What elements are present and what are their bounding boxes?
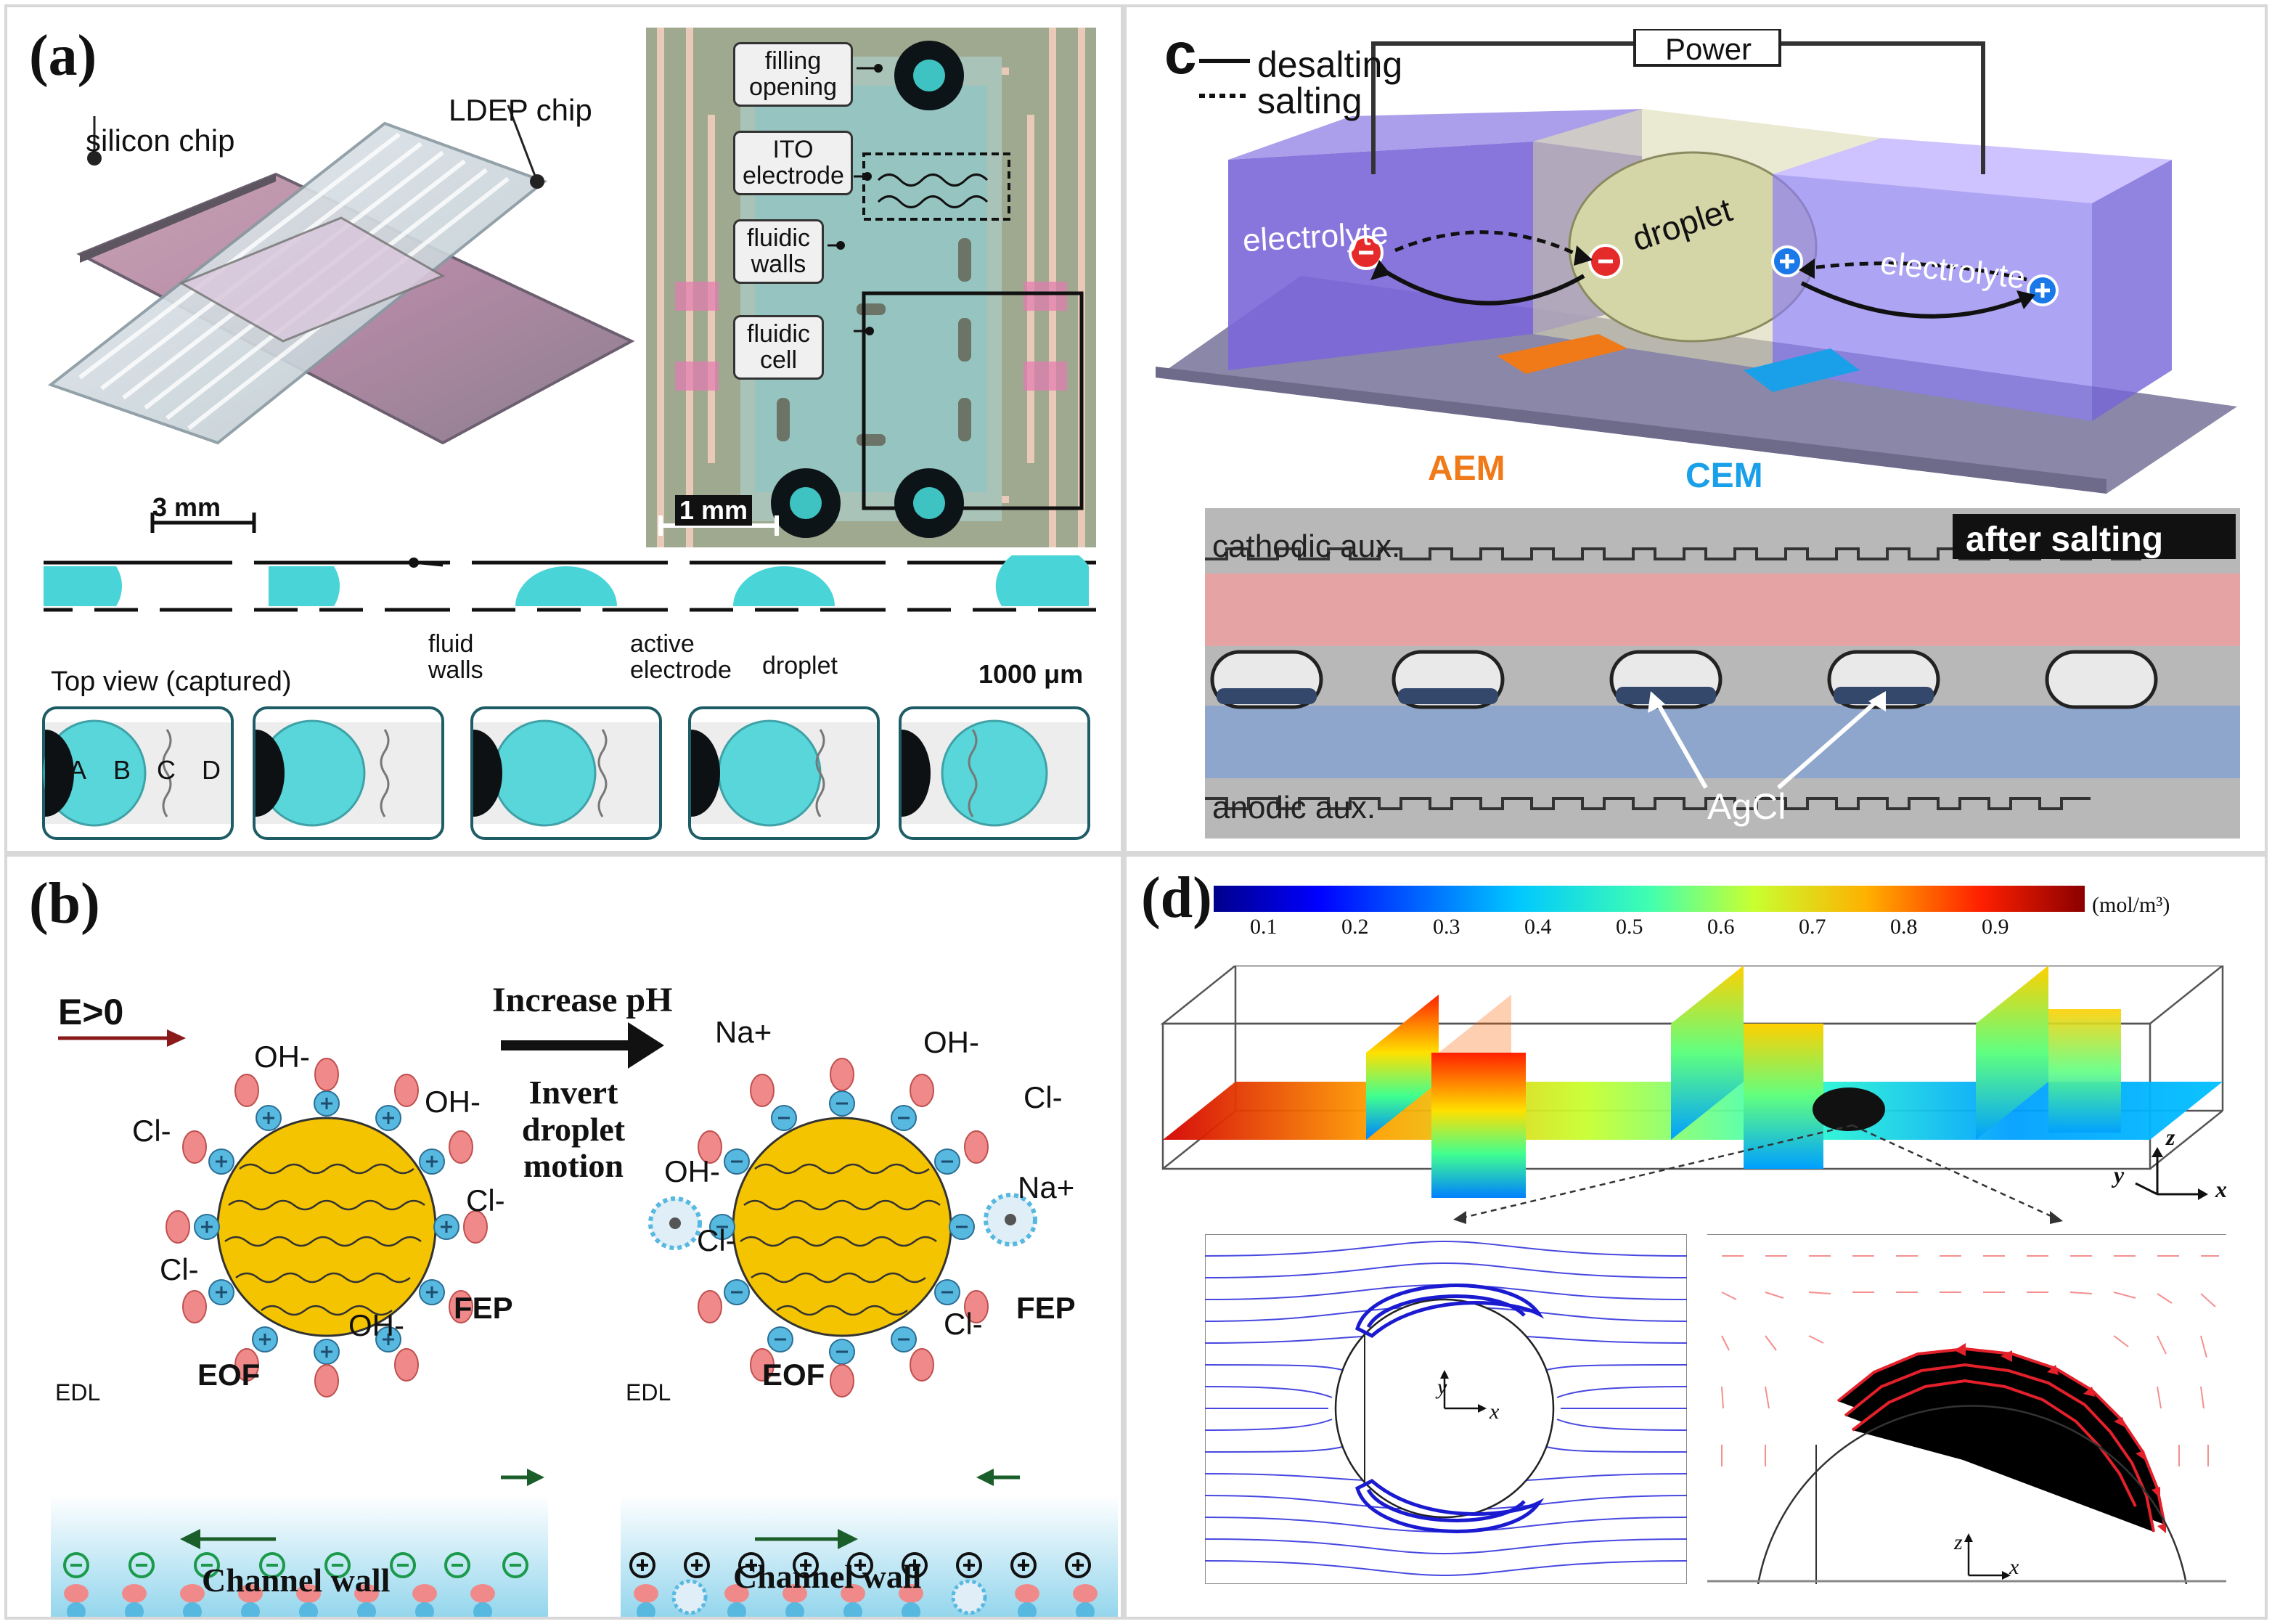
- agcl-label: AgCl: [1707, 786, 1786, 827]
- cl-label-right-bottom: Cl-: [944, 1307, 983, 1341]
- tick-0.4: 0.4: [1524, 915, 1552, 939]
- streamline-plot: [1205, 1234, 1687, 1584]
- streamline-axis-x: x: [1490, 1400, 1500, 1424]
- fluid-walls-label: fluid walls: [428, 630, 483, 684]
- tick-0.7: 0.7: [1799, 915, 1826, 939]
- chip-photo: [47, 105, 635, 445]
- electrodialysis-diagram: [1156, 29, 2237, 494]
- na-label-right-top: Na+: [715, 1015, 772, 1049]
- cl-label-right-top: Cl-: [1023, 1080, 1063, 1114]
- fep-label-right: FEP: [1016, 1291, 1076, 1325]
- streamline-axis-y: y: [1437, 1375, 1447, 1399]
- ph-inversion-diagram: [51, 1022, 1118, 1617]
- oh-label-left-bottom: OH-: [348, 1308, 404, 1342]
- cem-label: CEM: [1685, 457, 1763, 495]
- salting-micrograph: [1205, 508, 2240, 838]
- fluidic-cell-box: [862, 291, 1084, 510]
- axis-3d-z: z: [2166, 1124, 2175, 1150]
- scale-3mm-label: 3 mm: [152, 492, 221, 522]
- velocity-vector-plot: [1707, 1234, 2226, 1584]
- fep-label-left: FEP: [454, 1291, 513, 1325]
- silicon-chip-label: silicon chip: [86, 123, 235, 158]
- droplet-label-a: droplet: [762, 652, 838, 680]
- channel-wall-label-right: Channel wall: [733, 1558, 922, 1595]
- cem-membrane: [1744, 348, 1860, 392]
- tick-0.9: 0.9: [1982, 915, 2009, 939]
- tick-0.3: 0.3: [1433, 915, 1460, 939]
- edl-label-right: EDL: [626, 1379, 671, 1405]
- aem-label: AEM: [1428, 449, 1505, 488]
- tick-0.8: 0.8: [1890, 915, 1918, 939]
- cathodic-aux-label: cathodic aux.: [1212, 529, 1401, 564]
- colorbar-ticks: 0.1 0.2 0.3 0.4 0.5 0.6 0.7 0.8 0.9: [1214, 915, 2085, 944]
- cl-label-left-bottom: Cl-: [160, 1252, 199, 1286]
- anodic-aux-label: anodic aux.: [1212, 790, 1376, 825]
- oh-label-right-left: OH-: [664, 1154, 720, 1188]
- ito-electrode-box: [862, 152, 1010, 221]
- increase-ph-label: Increase pH: [492, 981, 673, 1019]
- top-view-sequence: [42, 706, 1090, 840]
- aem-membrane: [1497, 334, 1627, 374]
- invert-motion-label: Invert droplet motion: [521, 1074, 626, 1185]
- fluidic-cell-label: fluidic cell: [733, 315, 824, 380]
- ito-electrode-label: ITO electrode: [733, 131, 853, 196]
- panel-d-label: (d): [1141, 866, 1212, 930]
- zone-a-label: A: [69, 755, 87, 785]
- desalting-legend: desalting: [1257, 44, 1403, 85]
- panel-d: (d) 0.1 0.2 0.3 0.4 0.5 0.6 0.7 0.8 0.9 …: [1124, 854, 2268, 1620]
- panel-b: (b): [4, 854, 1124, 1620]
- salting-legend: salting: [1257, 81, 1362, 121]
- oh-label-right-top: OH-: [923, 1025, 979, 1059]
- side-view-sequence: [44, 555, 1096, 612]
- panel-a: (a) silicon chip LDEP chip 3 mm: [4, 4, 1124, 854]
- channel-3d-simulation: [1160, 966, 2225, 1224]
- edl-label-left: EDL: [55, 1379, 101, 1405]
- electrolyte-left-label: electrolyte: [1241, 215, 1389, 259]
- top-view-label: Top view (captured): [51, 666, 292, 697]
- scale-bar-3mm: [150, 513, 256, 533]
- panel-c: c: [1124, 4, 2268, 854]
- axis-3d-x: x: [2215, 1176, 2227, 1202]
- microscope-image: [646, 28, 1096, 547]
- eof-label-left: EOF: [197, 1358, 261, 1392]
- oh-label-left-right: OH-: [425, 1085, 481, 1119]
- na-label-right-right: Na+: [1018, 1170, 1075, 1204]
- panel-c-label: c: [1164, 21, 1197, 86]
- vector-axis-x: x: [2009, 1555, 2019, 1579]
- scale-1mm-label: 1 mm: [675, 495, 753, 526]
- after-salting-label: after salting: [1966, 521, 2164, 559]
- eof-label-right: EOF: [762, 1358, 825, 1392]
- cl-label-left-left: Cl-: [132, 1114, 171, 1148]
- cl-label-right-bottom-left: Cl-: [697, 1223, 736, 1257]
- power-label: Power: [1665, 32, 1752, 66]
- ldep-chip-label: LDEP chip: [449, 93, 592, 127]
- colorbar-unit: (mol/m³): [2092, 893, 2170, 917]
- zone-c-label: C: [157, 755, 176, 785]
- panel-a-label: (a): [29, 24, 97, 88]
- droplet-3d: [1813, 1088, 1885, 1131]
- power-box: [1633, 29, 1781, 67]
- micelle-left: [648, 1196, 702, 1250]
- filling-opening-label: filling opening: [733, 42, 853, 107]
- oh-label-left-top: OH-: [254, 1040, 310, 1074]
- cl-label-left-right: Cl-: [466, 1183, 505, 1217]
- active-electrode-label: active electrode: [630, 630, 732, 684]
- tick-0.1: 0.1: [1250, 915, 1278, 939]
- channel-wall-label-left: Channel wall: [202, 1562, 391, 1599]
- tick-0.2: 0.2: [1341, 915, 1369, 939]
- axis-3d-y: y: [2114, 1162, 2125, 1188]
- micelle-right: [984, 1193, 1037, 1246]
- vector-axis-z: z: [1954, 1530, 1963, 1554]
- scale-1000um-label: 1000 μm: [978, 659, 1084, 689]
- zone-d-label: D: [202, 755, 221, 785]
- zone-b-label: B: [113, 755, 131, 785]
- concentration-colorbar: [1214, 886, 2085, 912]
- field-label: E>0: [58, 992, 124, 1032]
- tick-0.6: 0.6: [1707, 915, 1735, 939]
- fluidic-walls-label: fluidic walls: [733, 219, 824, 285]
- panel-b-label: (b): [29, 872, 100, 936]
- tick-0.5: 0.5: [1616, 915, 1643, 939]
